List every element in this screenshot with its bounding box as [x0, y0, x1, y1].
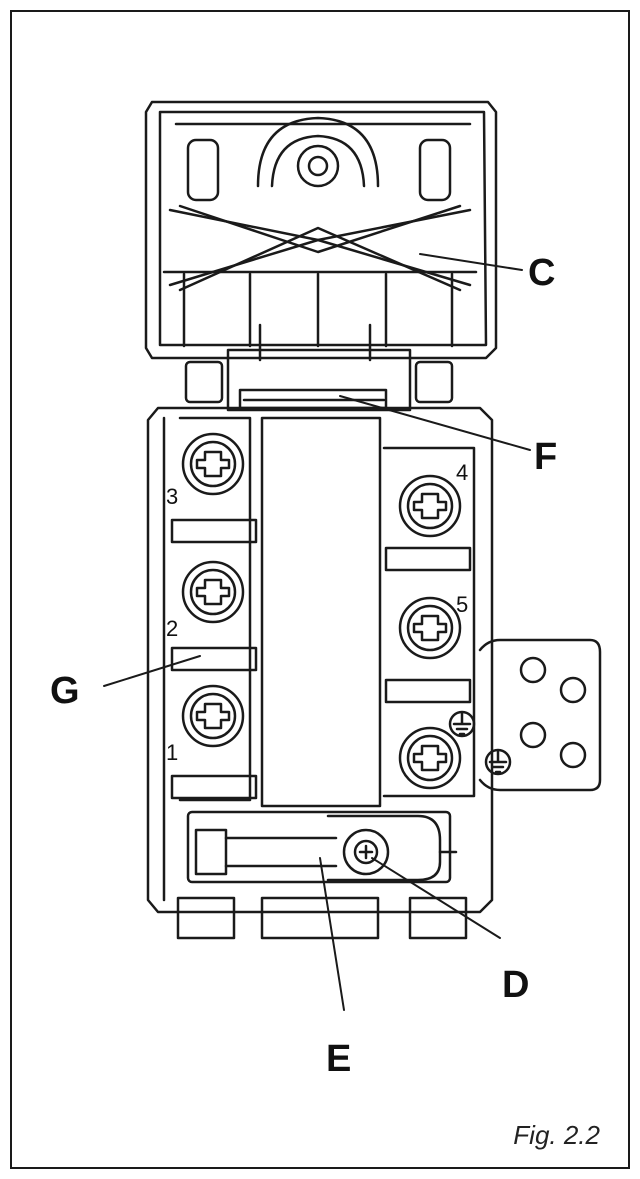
terminal-screw-earth — [398, 726, 462, 790]
callout-e: E — [326, 1038, 352, 1080]
leader-d — [371, 857, 501, 939]
terminal-screw-4 — [398, 474, 462, 538]
earth-symbol-tab-icon — [484, 748, 512, 776]
leader-c — [419, 253, 523, 271]
terminal-number-5: 5 — [456, 592, 468, 617]
leader-f — [339, 395, 531, 451]
leader-e — [319, 857, 345, 1011]
terminal-screw-2 — [181, 560, 245, 624]
terminal-number-4: 4 — [456, 460, 468, 485]
terminal-number-3: 3 — [166, 484, 178, 509]
callout-c: C — [528, 252, 556, 294]
cable-clamp — [186, 810, 458, 884]
leader-g — [103, 655, 201, 687]
terminal-number-1: 1 — [166, 740, 178, 765]
callout-f: F — [534, 436, 558, 478]
callout-d: D — [502, 964, 530, 1006]
terminal-screw-1 — [181, 684, 245, 748]
figure-caption: Fig. 2.2 — [513, 1120, 600, 1150]
clamp-screw — [342, 828, 390, 876]
cover-part — [144, 100, 498, 360]
callout-g: G — [50, 670, 80, 712]
terminal-number-2: 2 — [166, 616, 178, 641]
terminal-screw-3 — [181, 432, 245, 496]
terminal-screw-5 — [398, 596, 462, 660]
figure-frame — [10, 10, 630, 1169]
leader-lines — [103, 253, 531, 1011]
base-body — [146, 406, 602, 940]
strain-relief-bar — [184, 323, 454, 412]
earth-symbol-icon — [448, 710, 476, 738]
